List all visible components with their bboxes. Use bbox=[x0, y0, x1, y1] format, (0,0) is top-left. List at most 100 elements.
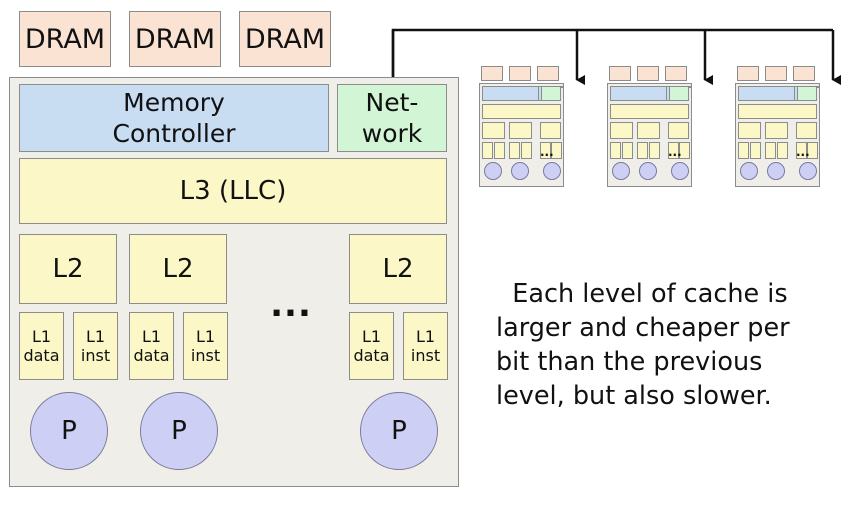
l1-data-label: L1 data bbox=[23, 327, 60, 365]
mini-processor bbox=[484, 162, 502, 180]
memory-controller-box: Memory Controller bbox=[19, 84, 329, 152]
mini-dram bbox=[737, 66, 759, 81]
l1-inst-box-n: L1 inst bbox=[403, 312, 448, 380]
l2-box-1: L2 bbox=[19, 234, 117, 304]
mini-network bbox=[817, 86, 819, 88]
mini-l2 bbox=[482, 122, 505, 139]
l2-label: L2 bbox=[162, 254, 194, 284]
processor-circle-2: P bbox=[140, 392, 218, 470]
mini-network bbox=[797, 86, 817, 101]
mini-l1 bbox=[750, 142, 761, 159]
mini-processor bbox=[543, 162, 561, 180]
processor-label: P bbox=[171, 416, 187, 446]
mini-l1 bbox=[551, 142, 562, 159]
mini-ellipsis: ... bbox=[540, 145, 554, 159]
l2-box-n: L2 bbox=[349, 234, 447, 304]
processor-circle-1: P bbox=[30, 392, 108, 470]
dram-box-1: DRAM bbox=[19, 11, 111, 67]
mini-l2 bbox=[540, 122, 561, 139]
mini-l1 bbox=[637, 142, 648, 159]
l1-data-label: L1 data bbox=[353, 327, 390, 365]
mini-l1 bbox=[765, 142, 776, 159]
memory-controller-label: Memory Controller bbox=[112, 88, 236, 148]
mini-processor bbox=[639, 162, 657, 180]
l1-data-box-n: L1 data bbox=[349, 312, 394, 380]
llc-box: L3 (LLC) bbox=[19, 158, 447, 224]
dram-label: DRAM bbox=[134, 23, 216, 55]
cache-hierarchy-description: Each level of cache is larger and cheape… bbox=[496, 243, 851, 413]
mini-l1 bbox=[649, 142, 660, 159]
mini-l1 bbox=[494, 142, 505, 159]
l1-inst-label: L1 inst bbox=[190, 327, 221, 365]
l1-data-box-1: L1 data bbox=[19, 312, 64, 380]
mini-llc bbox=[482, 104, 561, 119]
mini-processor bbox=[511, 162, 529, 180]
mini-network bbox=[561, 86, 563, 88]
mini-dram bbox=[537, 66, 559, 81]
mini-network bbox=[669, 86, 689, 101]
dram-box-2: DRAM bbox=[129, 11, 221, 67]
mini-l1 bbox=[622, 142, 633, 159]
mini-l2 bbox=[509, 122, 532, 139]
mini-l1 bbox=[482, 142, 493, 159]
mini-dram bbox=[793, 66, 815, 81]
mini-network bbox=[541, 86, 561, 101]
mini-network bbox=[689, 86, 691, 88]
mini-l2 bbox=[765, 122, 788, 139]
mini-l1 bbox=[796, 142, 807, 159]
network-label: Net- work bbox=[361, 88, 423, 148]
mini-llc bbox=[738, 104, 817, 119]
mini-processor bbox=[767, 162, 785, 180]
l1-data-box-2: L1 data bbox=[129, 312, 174, 380]
mini-dram bbox=[481, 66, 503, 81]
l1-inst-box-1: L1 inst bbox=[73, 312, 118, 380]
dram-label: DRAM bbox=[24, 23, 106, 55]
l2-label: L2 bbox=[382, 254, 414, 284]
mini-l1 bbox=[668, 142, 679, 159]
mini-l2 bbox=[610, 122, 633, 139]
description-text: Each level of cache is larger and cheape… bbox=[496, 279, 790, 411]
mini-dram bbox=[509, 66, 531, 81]
l1-data-label: L1 data bbox=[133, 327, 170, 365]
processor-label: P bbox=[61, 416, 77, 446]
mini-l2 bbox=[738, 122, 761, 139]
mini-processor bbox=[740, 162, 758, 180]
dram-box-3: DRAM bbox=[239, 11, 331, 67]
l1-inst-label: L1 inst bbox=[80, 327, 111, 365]
mini-l1 bbox=[610, 142, 621, 159]
network-box: Net- work bbox=[337, 84, 447, 152]
mini-processor bbox=[671, 162, 689, 180]
mini-l1 bbox=[679, 142, 690, 159]
mini-l1 bbox=[521, 142, 532, 159]
llc-label: L3 (LLC) bbox=[179, 176, 287, 206]
mini-l2 bbox=[637, 122, 660, 139]
mini-l2 bbox=[796, 122, 817, 139]
l2-label: L2 bbox=[52, 254, 84, 284]
mini-llc bbox=[610, 104, 689, 119]
mini-l1 bbox=[540, 142, 551, 159]
mini-memory-controller bbox=[738, 86, 795, 101]
processor-label: P bbox=[391, 416, 407, 446]
mini-dram bbox=[665, 66, 687, 81]
mini-memory-controller bbox=[610, 86, 667, 101]
mini-l1 bbox=[738, 142, 749, 159]
core-ellipsis: ... bbox=[266, 285, 316, 325]
mini-ellipsis: ... bbox=[668, 145, 682, 159]
mini-processor bbox=[799, 162, 817, 180]
l1-inst-box-2: L1 inst bbox=[183, 312, 228, 380]
mini-dram bbox=[609, 66, 631, 81]
dram-label: DRAM bbox=[244, 23, 326, 55]
mini-l2 bbox=[668, 122, 689, 139]
mini-dram bbox=[637, 66, 659, 81]
mini-memory-controller bbox=[482, 86, 539, 101]
l1-inst-label: L1 inst bbox=[410, 327, 441, 365]
core-ellipsis-text: ... bbox=[270, 285, 312, 325]
mini-l1 bbox=[509, 142, 520, 159]
mini-processor bbox=[612, 162, 630, 180]
mini-ellipsis: ... bbox=[796, 145, 810, 159]
processor-circle-n: P bbox=[360, 392, 438, 470]
mini-l1 bbox=[777, 142, 788, 159]
mini-l1 bbox=[807, 142, 818, 159]
mini-dram bbox=[765, 66, 787, 81]
